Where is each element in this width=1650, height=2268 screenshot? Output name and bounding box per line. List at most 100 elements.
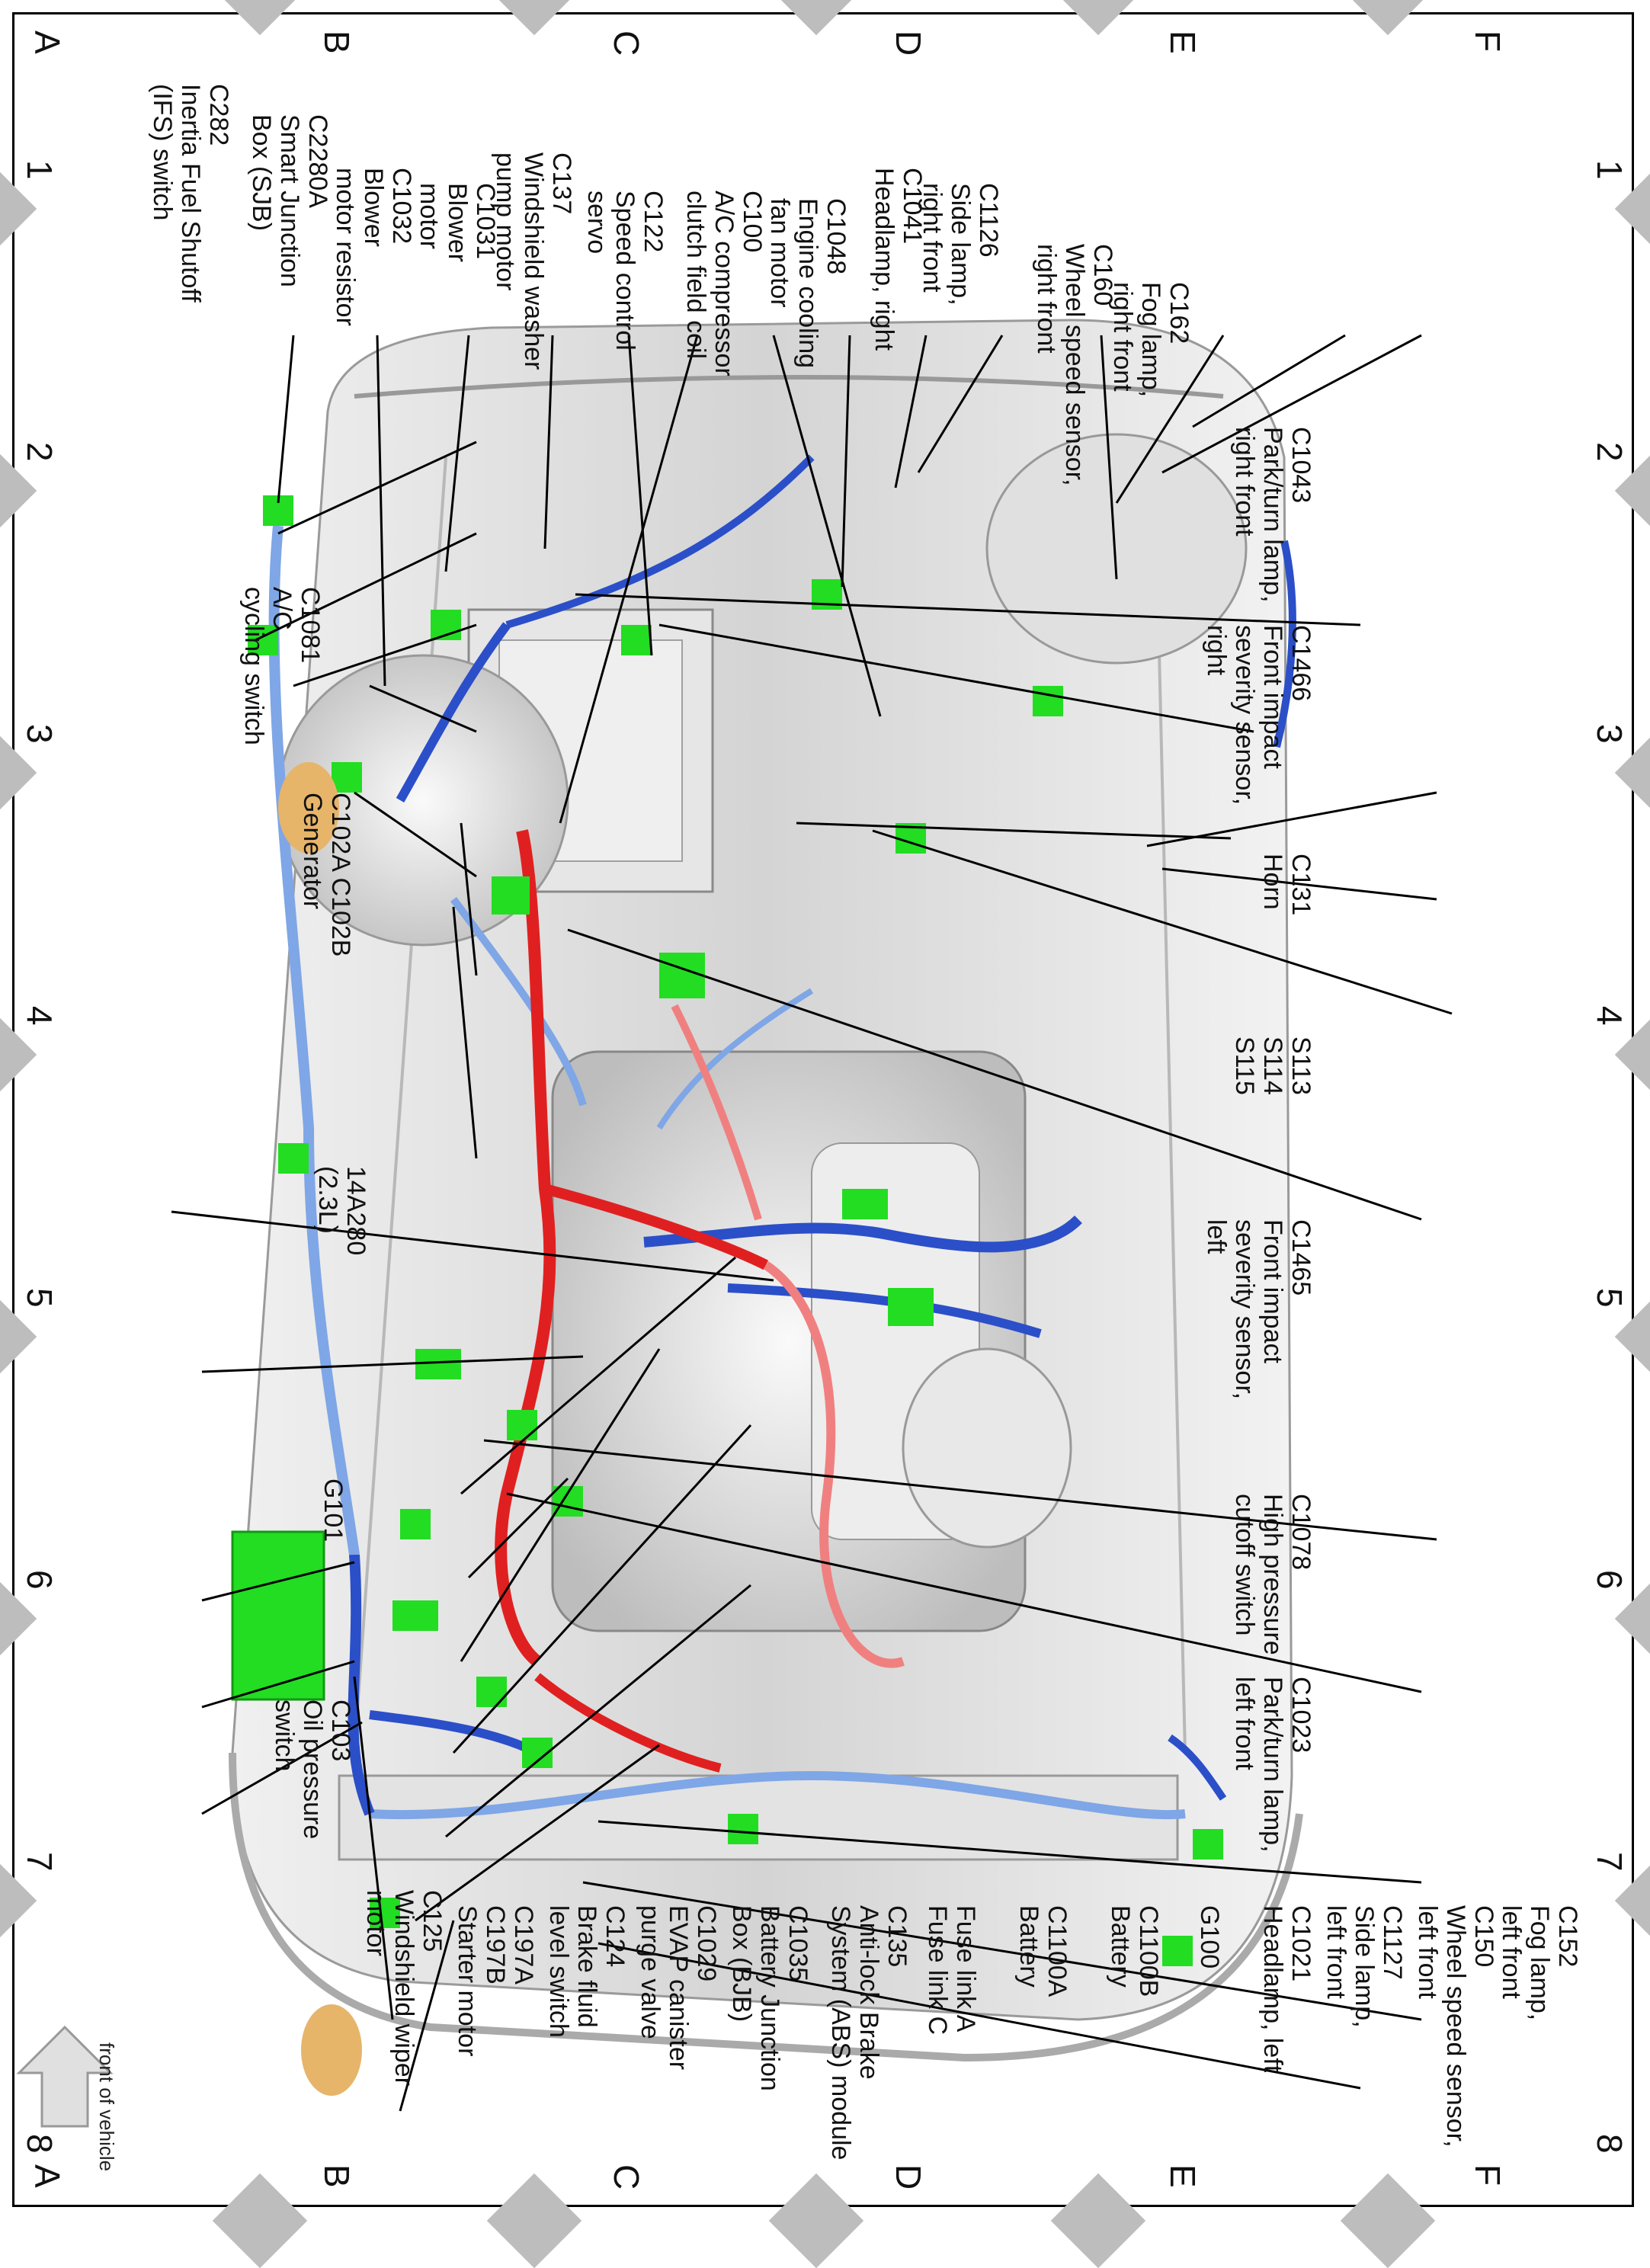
grid-column-label: 6 [20, 1570, 59, 1590]
callout-14a280: 14A280(2.3L) [313, 1166, 370, 1256]
grid-column-label: 4 [20, 1006, 59, 1026]
connector [400, 1509, 431, 1539]
grid-row-label: A [27, 30, 67, 54]
connector [263, 495, 293, 526]
grid-row-label: D [889, 2164, 928, 2190]
grid-column-label: 8 [1590, 2134, 1629, 2154]
harness-power [495, 829, 556, 1667]
connector [476, 1677, 507, 1707]
grid-column-label: 7 [20, 1852, 59, 1872]
harness-power [534, 1673, 722, 1773]
harness-main [348, 1554, 375, 1816]
grid-row-label: E [1163, 2164, 1203, 2188]
harness-main [505, 454, 815, 629]
connector [1033, 686, 1063, 716]
grid-column-label: 2 [20, 442, 59, 462]
bumper-outline [229, 1752, 1303, 2062]
connector [492, 876, 530, 915]
grid-row-label: C [607, 2164, 646, 2190]
resonator [301, 2004, 362, 2096]
connector [392, 1600, 438, 1631]
fender-line [1153, 456, 1187, 1754]
harness-main [1273, 540, 1296, 748]
grid-row-label: C [607, 30, 646, 56]
grid-row-label: D [889, 30, 928, 56]
brake-booster [902, 1347, 1072, 1549]
grid-column-label: 7 [1590, 1852, 1629, 1872]
harness-main [369, 1770, 1186, 1820]
resonator [278, 762, 339, 854]
connector [728, 1814, 758, 1844]
windshield-edge [354, 375, 1224, 399]
harness-power [763, 1261, 905, 1668]
connector [507, 1410, 537, 1440]
grid-column-label: 3 [1590, 724, 1629, 744]
connector [415, 1349, 461, 1379]
connector [812, 579, 842, 610]
grid-row-label: B [317, 30, 357, 54]
connector [332, 762, 362, 793]
connector [888, 1288, 934, 1326]
harness-power [543, 1184, 769, 1270]
grid-column-label: 5 [20, 1288, 59, 1308]
connector [659, 953, 705, 998]
connector [1193, 1829, 1223, 1860]
air-cleaner [985, 433, 1248, 665]
connector [1162, 1936, 1193, 1966]
harness-main [268, 525, 360, 1555]
grid-row-label: A [27, 2164, 67, 2188]
connector [842, 1189, 888, 1219]
grid-row-label: F [1468, 30, 1507, 53]
callout-g100: G100 [1195, 1905, 1224, 1969]
connector [370, 1898, 400, 1928]
harness-main [369, 1710, 540, 1757]
harness-main [643, 1215, 1082, 1253]
grid-column-label: 5 [1590, 1288, 1629, 1308]
front-arrow-icon [16, 2025, 114, 2128]
harness-power [671, 1004, 762, 1221]
grid-row-label: E [1163, 30, 1203, 54]
grid-column-label: 1 [1590, 160, 1629, 180]
connector [278, 1143, 309, 1174]
front-of-vehicle-label: front of vehicle [95, 2042, 118, 2172]
connector [522, 1738, 553, 1768]
connector [621, 625, 652, 655]
grid-column-label: 6 [1590, 1570, 1629, 1590]
leader-lines [171, 334, 1453, 2112]
grid-column-label: 4 [1590, 1006, 1629, 1026]
harness-main [396, 622, 511, 802]
callout-g101: G101 [319, 1478, 348, 1542]
connector-bjb [231, 1530, 325, 1701]
harness-main [1168, 1734, 1227, 1801]
grid-column-label: 3 [20, 724, 59, 744]
grid-row-label: F [1468, 2164, 1507, 2186]
